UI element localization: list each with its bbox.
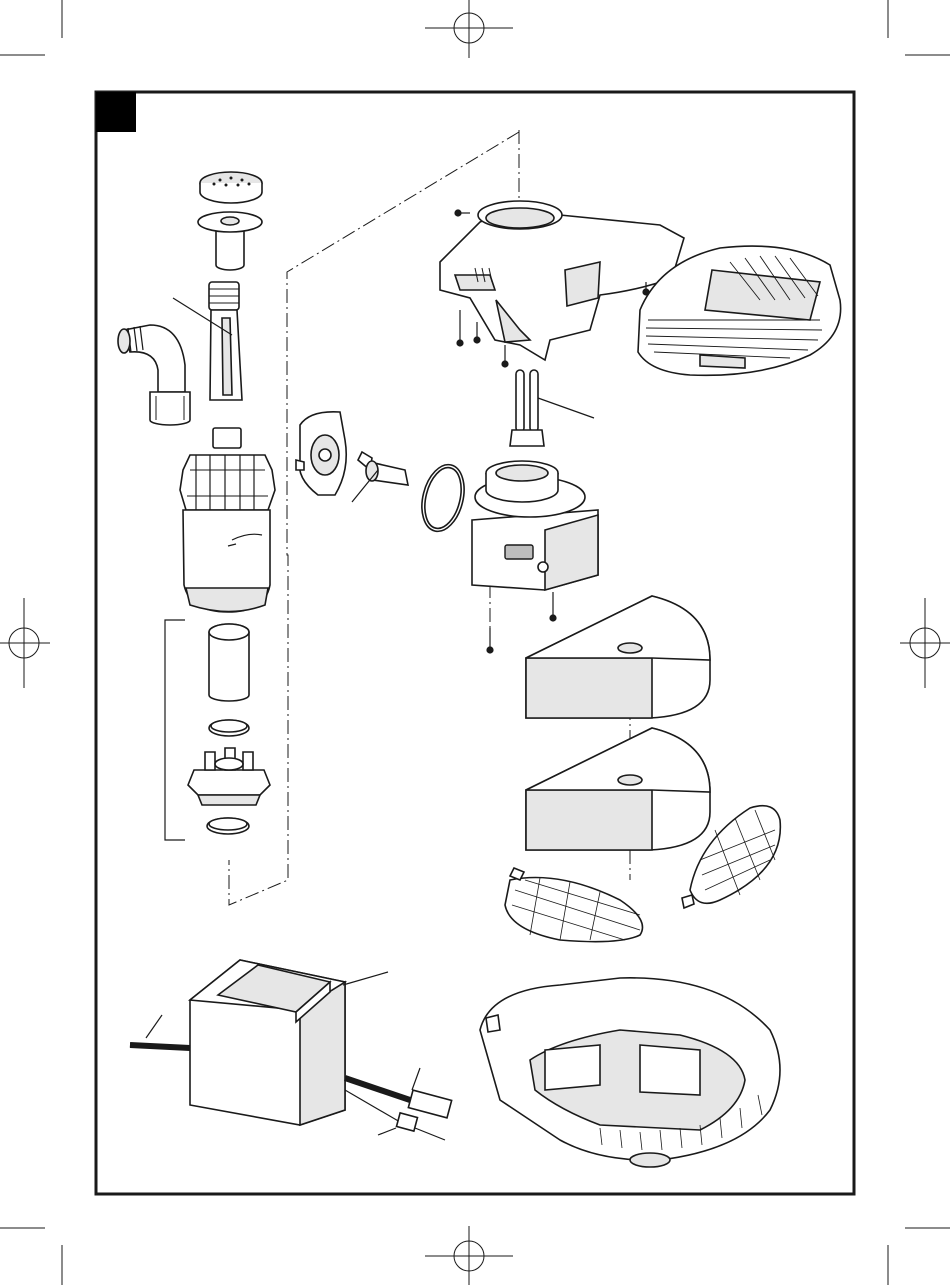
filter-sponge-lower-icon — [526, 728, 710, 850]
parts-group-bracket — [165, 620, 185, 840]
gasket-ring-icon — [415, 460, 470, 536]
registration-mark-right — [900, 598, 950, 688]
impeller-cover-icon — [296, 412, 346, 495]
transformer-icon — [130, 960, 452, 1140]
o-ring-lower-icon — [207, 818, 249, 834]
media-bag-left-icon — [505, 868, 643, 942]
pump-motor-icon — [472, 461, 598, 590]
impeller-icon — [352, 452, 408, 502]
elbow-connector-icon — [118, 325, 190, 425]
figure-tag-box — [96, 92, 136, 132]
o-ring-upper-icon — [209, 720, 249, 736]
registration-mark-bottom — [425, 1226, 513, 1285]
registration-mark-top — [425, 0, 513, 58]
uv-housing-icon — [180, 428, 275, 612]
fountain-head-icon — [200, 172, 262, 203]
base-tray-icon — [480, 978, 780, 1167]
uv-lamp-icon — [510, 370, 594, 446]
motor-screws — [487, 592, 556, 653]
quartz-sleeve-icon — [209, 624, 249, 701]
spray-disc-icon — [198, 212, 262, 270]
lamp-socket-icon — [188, 748, 270, 805]
registration-mark-left — [0, 598, 50, 688]
